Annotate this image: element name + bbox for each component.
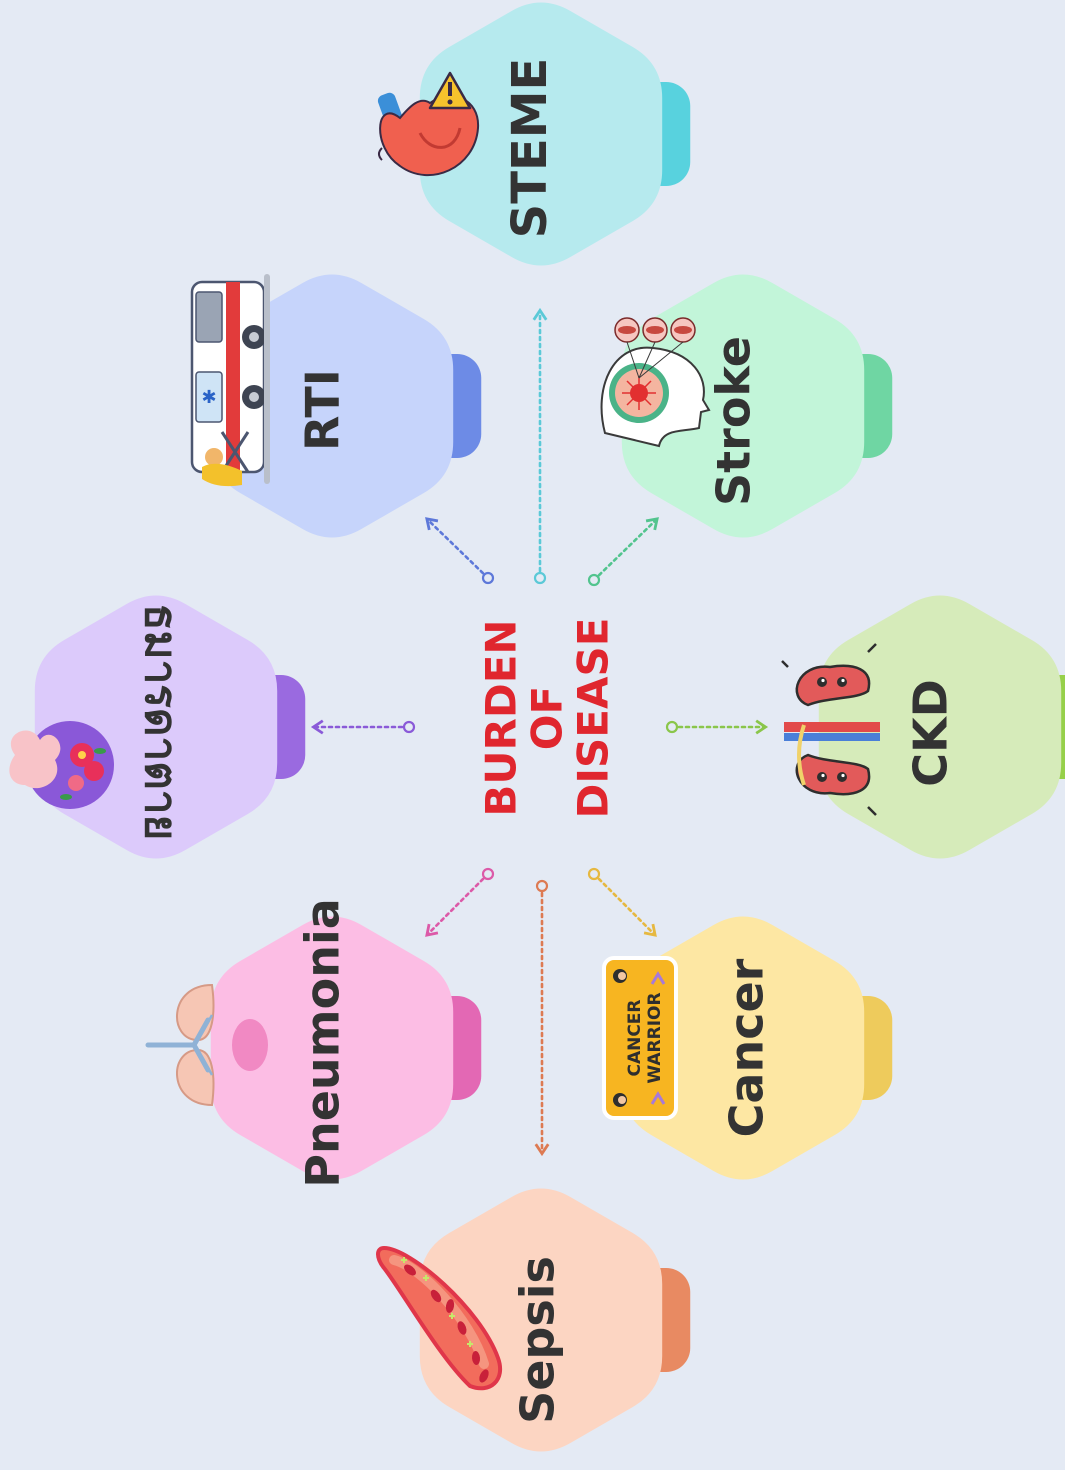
- rti-label: RTI: [296, 369, 350, 451]
- mother-baby-icon: [9, 721, 114, 809]
- heart-warning-icon: [377, 71, 480, 176]
- cancer-badge-line2: WARRIOR: [645, 992, 665, 1083]
- ckd-hexagon: [818, 595, 1062, 859]
- topic-cancer: [621, 916, 893, 1180]
- center-title-line-2: OF: [523, 686, 572, 750]
- brain-stroke-icon: [600, 317, 711, 448]
- steme-label: STEME: [502, 58, 558, 239]
- pneumonia-label: Pneumonia: [296, 898, 350, 1188]
- cancer-hexagon: [621, 916, 865, 1180]
- cancer-badge-line1: CANCER: [625, 999, 645, 1076]
- arrow-to-cancer: [587, 867, 657, 937]
- center-title-line-3: DISEASE: [569, 618, 618, 819]
- lungs-icon: [145, 983, 268, 1107]
- topic-ckd: [818, 595, 1065, 859]
- maternal-label: ธมารดาตาย: [135, 604, 186, 841]
- topic-steme: [419, 2, 691, 266]
- pneumonia-hexagon: [210, 916, 454, 1180]
- svg-text:✱: ✱: [201, 387, 216, 408]
- stroke-label: Stroke: [707, 336, 761, 506]
- arrow-to-pneumonia: [425, 867, 495, 937]
- ckd-label: CKD: [904, 679, 958, 787]
- arrow-to-stroke: [587, 517, 659, 587]
- steme-hexagon: [419, 2, 663, 266]
- kidneys-icon: [781, 643, 880, 816]
- topic-pneumonia: [210, 916, 482, 1180]
- arrow-to-steme: [532, 307, 548, 585]
- arrow-to-maternal: [310, 719, 416, 735]
- arrow-to-rti: [425, 517, 495, 585]
- ambulance-icon: ✱: [190, 274, 270, 487]
- rti-hexagon: [210, 274, 454, 538]
- arrow-to-sepsis: [534, 879, 550, 1157]
- center-title-line-1: BURDEN: [477, 619, 526, 816]
- sepsis-label: Sepsis: [511, 1256, 565, 1424]
- blood-vessel-icon: [376, 1245, 502, 1391]
- topic-rti: [210, 274, 482, 538]
- arrow-to-ckd: [665, 719, 769, 735]
- cancer-label: Cancer: [720, 958, 774, 1137]
